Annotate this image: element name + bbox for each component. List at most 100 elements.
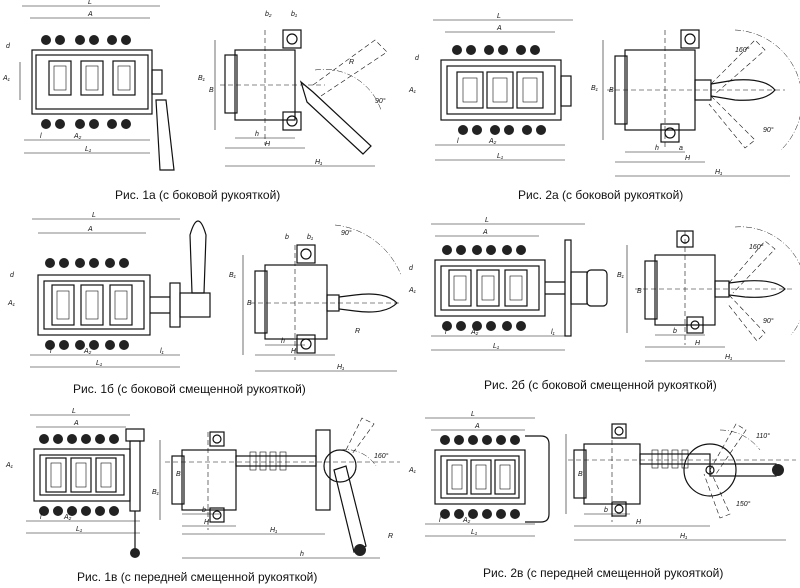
dim-H-2b: H — [695, 340, 701, 347]
dim-R: R — [349, 59, 354, 66]
dim-B-2v: B — [578, 471, 583, 478]
dim-d-1b: d — [10, 272, 15, 279]
fig-1b-side-view: 90° R B₁ B h H H₁ b b₁ — [229, 224, 402, 372]
dim-a-2a: a — [679, 145, 683, 152]
dim-H-2a: H — [685, 155, 691, 162]
dim-A1-2v: A₁ — [408, 467, 417, 474]
dim-H1-1b: H₁ — [337, 364, 345, 371]
dim-B1-2b: B₁ — [617, 272, 625, 279]
dim-H1-1v: H₁ — [270, 527, 278, 534]
dim-A-2a: A — [496, 25, 502, 32]
dim-d-2a: d — [415, 55, 420, 62]
fig-1a-side-view: R 90° B₁ B h H H₁ b₂ b₁ — [198, 11, 388, 167]
dim-A1-2a: A₁ — [408, 87, 417, 94]
dim-B1: B₁ — [198, 75, 206, 82]
dim-l: l — [40, 133, 42, 140]
fig-2b-side-view: 160° 90° B₁ B b H H₁ — [617, 226, 800, 362]
dim-B-1b: B — [247, 300, 252, 307]
fig-1v-front-view: L A A₁ l A₂ L₁ — [5, 408, 145, 558]
fig-2a-side-view: 160° 90° B₁ B h a H H₁ — [591, 29, 800, 177]
dim-B-2a: B — [609, 87, 614, 94]
fig-2v-side-view: 110° 150° B b H H₁ — [565, 423, 796, 541]
fig-1v-side-view: 160° R B₁ B b H H₁ h — [152, 417, 400, 559]
dim-L-2b: L — [485, 217, 489, 224]
dim-b-2b: b — [673, 328, 677, 335]
dim-l1-2b: l₁ — [551, 329, 556, 336]
dim-l-2b: l — [445, 329, 447, 336]
dim-B-2b: B — [637, 288, 642, 295]
dim-A: A — [87, 11, 93, 18]
dim-H1-2a: H₁ — [715, 169, 723, 176]
angle-160-1v: 160° — [374, 452, 389, 460]
dim-L-1b: L — [92, 212, 96, 219]
fig-2b-front-view: L A d A₁ l A₂ l₁ L₁ — [408, 217, 608, 351]
dim-A-2v: A — [474, 423, 480, 430]
dim-B: B — [209, 87, 214, 94]
dim-A1: A₁ — [2, 75, 11, 82]
dim-h: h — [255, 131, 259, 138]
dim-h-1v: h — [300, 551, 304, 558]
dim-B1-2a: B₁ — [591, 85, 599, 92]
dim-B1-1b: B₁ — [229, 272, 237, 279]
caption-fig-2v: Рис. 2в (с передней смещенной рукояткой) — [483, 566, 724, 580]
dim-A2-2a: A₂ — [488, 138, 497, 145]
dim-H-1v: H — [204, 519, 210, 526]
dim-A2-2b: A₂ — [470, 329, 479, 336]
dim-L-2a: L — [497, 13, 501, 20]
dim-A1-1b: A₁ — [7, 300, 16, 307]
dim-l-1v: l — [40, 514, 42, 521]
dim-d-2b: d — [409, 265, 414, 272]
dim-L: L — [88, 0, 92, 6]
fig-2a-front-view: L A A₁ d l A₂ L₁ — [408, 13, 573, 161]
dim-H1-2v: H₁ — [680, 533, 688, 540]
dim-A2-1b: A₂ — [83, 348, 92, 355]
angle-90-2a: 90° — [763, 126, 774, 134]
dim-L-2v: L — [471, 411, 475, 418]
dim-A2-2v: A₂ — [462, 517, 471, 524]
caption-fig-1a: Рис. 1а (с боковой рукояткой) — [115, 188, 281, 202]
dim-h-2a: h — [655, 145, 659, 152]
dim-b-1b: b — [285, 234, 289, 241]
dim-B1-1v: B₁ — [152, 489, 160, 496]
dim-B-1v: B — [176, 471, 181, 478]
fig-1b-front-view: L A d A₁ l A₂ l₁ L₁ — [7, 212, 211, 368]
fig-2v-front-view: L A A₁ l A₂ L₁ — [408, 411, 550, 537]
caption-fig-1v: Рис. 1в (с передней смещенной рукояткой) — [77, 570, 318, 584]
dim-L1-2b: L₁ — [493, 343, 500, 350]
caption-fig-2b: Рис. 2б (с боковой смещенной рукояткой) — [484, 378, 717, 392]
dim-H-1b: H — [291, 348, 297, 355]
dim-l-1b: l — [50, 348, 52, 355]
dim-R-1v: R — [388, 533, 393, 540]
dim-A2: A₂ — [73, 133, 82, 140]
dim-L1: L₁ — [85, 146, 92, 153]
dim-H: H — [265, 141, 271, 148]
dim-H1-2b: H₁ — [725, 354, 733, 361]
dim-L1-2v: L₁ — [471, 529, 478, 536]
dim-L-1v: L — [72, 408, 76, 415]
angle-90: 90° — [375, 97, 386, 105]
angle-160-2a: 160° — [735, 46, 750, 54]
dim-h-1b: h — [281, 338, 285, 345]
dim-L1-1v: L₁ — [76, 526, 83, 533]
dim-b-2v: b — [604, 507, 608, 514]
dim-L1-1b: L₁ — [96, 360, 103, 367]
dim-A1-1v: A₁ — [5, 462, 14, 469]
dim-R-1b: R — [355, 328, 360, 335]
dim-A-1b: A — [87, 226, 93, 233]
dim-l-2a: l — [457, 138, 459, 145]
caption-fig-2a: Рис. 2а (с боковой рукояткой) — [518, 188, 684, 202]
dim-A1-2b: A₁ — [408, 287, 417, 294]
dim-b-1v: b — [202, 507, 206, 514]
angle-110-2v: 110° — [756, 432, 770, 440]
dim-H-2v: H — [636, 519, 642, 526]
dim-H1: H₁ — [315, 159, 323, 166]
dim-l-2v: l — [439, 517, 441, 524]
angle-90-1b: 90° — [341, 229, 352, 237]
angle-150-2v: 150° — [736, 500, 751, 508]
dim-b1-1b: b₁ — [307, 234, 314, 241]
dim-A-1v: A — [73, 420, 79, 427]
fig-1a-front-view: L A A₁ d l A₂ L₁ — [2, 0, 175, 171]
caption-fig-1b: Рис. 1б (с боковой смещенной рукояткой) — [73, 382, 306, 396]
dim-A2-1v: A₂ — [63, 514, 72, 521]
